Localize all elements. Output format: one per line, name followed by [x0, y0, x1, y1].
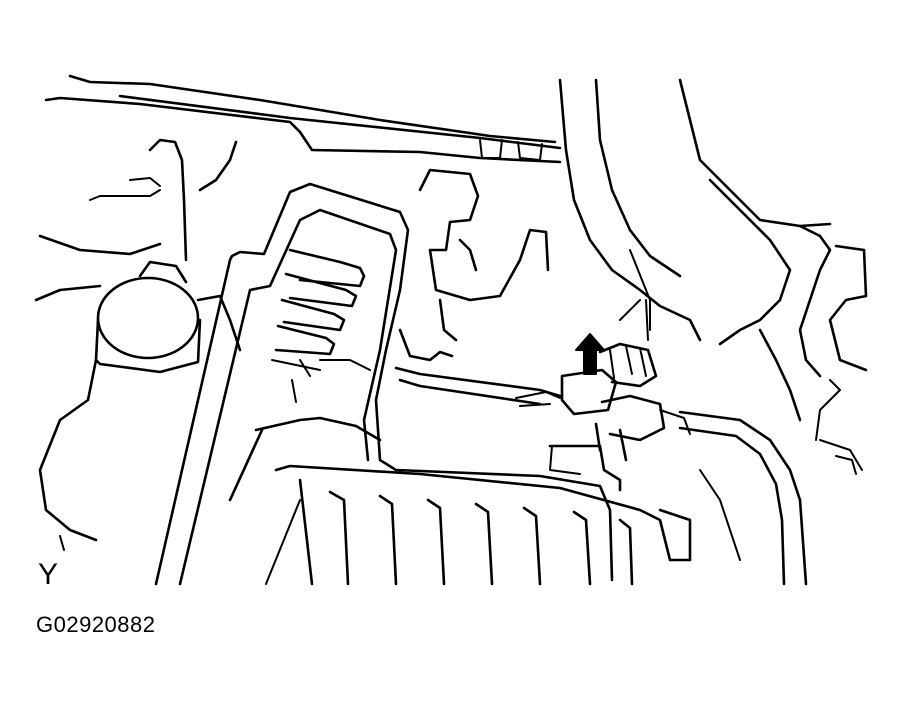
air-cleaner-housing: [154, 182, 614, 586]
booster-assembly: [558, 78, 868, 441]
upper-body-panel: [44, 74, 562, 164]
sensor-connector: [515, 299, 691, 492]
intake-duct-box: [274, 464, 692, 586]
up-arrow-icon: [575, 333, 605, 375]
view-label: Y: [38, 558, 59, 591]
left-fender: [34, 138, 238, 302]
reservoir-tank: [38, 260, 242, 551]
figure-code: G02920882: [36, 612, 156, 637]
center-brackets: [299, 168, 550, 377]
